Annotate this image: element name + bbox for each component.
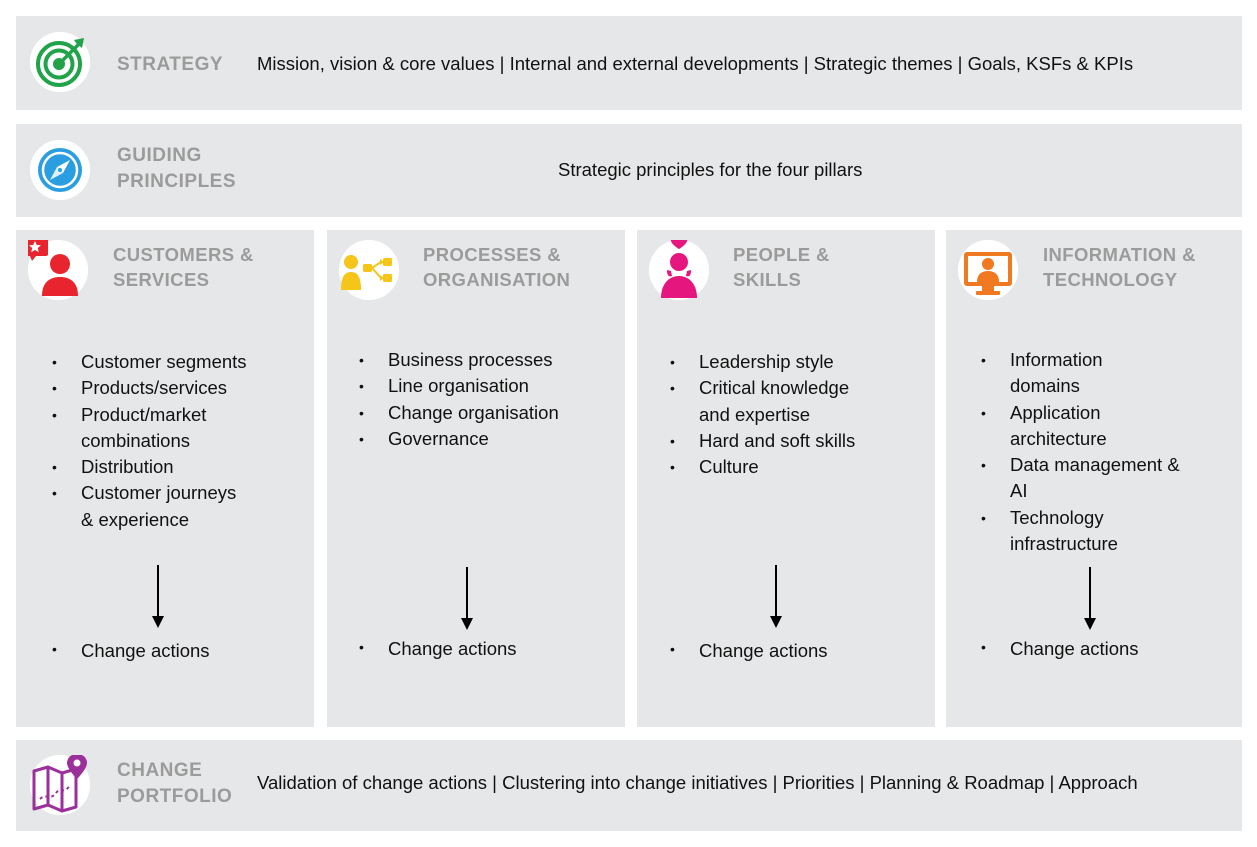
compass-icon [30, 140, 90, 200]
pillar-title-line1: PEOPLE & [733, 244, 830, 265]
pillar-item-list: Customer segments Products/services Prod… [52, 349, 247, 533]
guiding-principles-description: Strategic principles for the four pillar… [558, 159, 863, 180]
change-portfolio-band: CHANGE PORTFOLIO Validation of change ac… [16, 740, 1242, 831]
list-item-continuation: & experience [81, 508, 189, 530]
list-item: Product/market [52, 402, 247, 429]
list-item: Data management & [981, 452, 1180, 479]
change-actions-label: Change actions [699, 640, 828, 661]
pillar-title: PEOPLE & SKILLS [733, 242, 830, 292]
change-portfolio-title: CHANGE PORTFOLIO [117, 758, 232, 810]
strategy-band: STRATEGY Mission, vision & core values |… [16, 16, 1242, 110]
list-item: Technology [981, 505, 1180, 532]
list-item: Customer journeys [52, 480, 247, 507]
list-item-continuation: infrastructure [1010, 533, 1118, 555]
list-item-continuation: architecture [1010, 427, 1107, 449]
person-heart-icon [649, 240, 709, 300]
down-arrow-icon [1084, 567, 1096, 630]
target-icon [30, 32, 90, 92]
pillar-item-list: Information domains Application architec… [981, 347, 1180, 557]
pillar-title-line1: PROCESSES & [423, 244, 562, 265]
list-item: Business processes [359, 347, 559, 374]
pillar-title: PROCESSES & ORGANISATION [423, 242, 570, 292]
list-item: Culture [670, 454, 855, 481]
change-portfolio-title-line2: PORTFOLIO [117, 786, 233, 807]
guiding-principles-title: GUIDING PRINCIPLES [117, 143, 236, 195]
down-arrow-icon [152, 565, 164, 628]
list-item-continuation: domains [1010, 375, 1080, 397]
list-item: Application [981, 400, 1180, 427]
pillar-title-line2: TECHNOLOGY [1043, 269, 1178, 290]
pillar-people-skills: PEOPLE & SKILLS Leadership style Critica… [637, 230, 935, 727]
change-actions-item: •Change actions [52, 640, 210, 661]
list-item-continuation: combinations [81, 429, 191, 451]
list-item: Distribution [52, 454, 247, 481]
list-item: Line organisation [359, 373, 559, 400]
down-arrow-icon [461, 567, 473, 630]
down-arrow-icon [770, 565, 782, 628]
list-item: Critical knowledge [670, 375, 855, 402]
change-actions-label: Change actions [81, 640, 210, 661]
pillar-information-technology: INFORMATION & TECHNOLOGY Information dom… [946, 230, 1242, 727]
list-item: Information [981, 347, 1180, 374]
list-item: Leadership style [670, 349, 855, 376]
pillar-title-line1: CUSTOMERS & [113, 244, 254, 265]
pillar-title: CUSTOMERS & SERVICES [113, 242, 254, 292]
change-portfolio-description: Validation of change actions | Clusterin… [257, 772, 1138, 793]
pillar-title: INFORMATION & TECHNOLOGY [1043, 242, 1196, 292]
change-actions-item: •Change actions [670, 640, 828, 661]
change-portfolio-title-line1: CHANGE [117, 760, 203, 781]
list-item: Products/services [52, 375, 247, 402]
guiding-principles-band: GUIDING PRINCIPLES Strategic principles … [16, 124, 1242, 217]
customer-icon [28, 240, 88, 300]
list-item-continuation: AI [1010, 480, 1028, 502]
change-actions-label: Change actions [388, 638, 517, 659]
strategy-title: STRATEGY [117, 54, 224, 75]
strategy-description: Mission, vision & core values | Internal… [257, 53, 1134, 74]
map-pin-icon [30, 755, 90, 815]
change-actions-item: •Change actions [359, 638, 517, 659]
list-item-continuation: and expertise [699, 403, 811, 425]
pillar-processes-organisation: PROCESSES & ORGANISATION Business proces… [327, 230, 625, 727]
guiding-principles-title-line2: PRINCIPLES [117, 171, 237, 192]
guiding-principles-title-line1: GUIDING [117, 145, 202, 166]
change-actions-item: •Change actions [981, 638, 1139, 659]
pillar-title-line2: ORGANISATION [423, 269, 571, 290]
list-item: Hard and soft skills [670, 428, 855, 455]
monitor-user-icon [958, 240, 1018, 300]
pillar-title-line2: SKILLS [733, 269, 802, 290]
pillar-title-line1: INFORMATION & [1043, 244, 1196, 265]
pillar-item-list: Business processes Line organisation Cha… [359, 347, 559, 452]
list-item: Change organisation [359, 400, 559, 427]
change-actions-label: Change actions [1010, 638, 1139, 659]
pillar-item-list: Leadership style Critical knowledge and … [670, 349, 855, 481]
list-item: Governance [359, 426, 559, 453]
pillar-customers-services: CUSTOMERS & SERVICES Customer segments P… [16, 230, 314, 727]
process-icon [339, 240, 399, 300]
list-item: Customer segments [52, 349, 247, 376]
pillar-title-line2: SERVICES [113, 269, 210, 290]
